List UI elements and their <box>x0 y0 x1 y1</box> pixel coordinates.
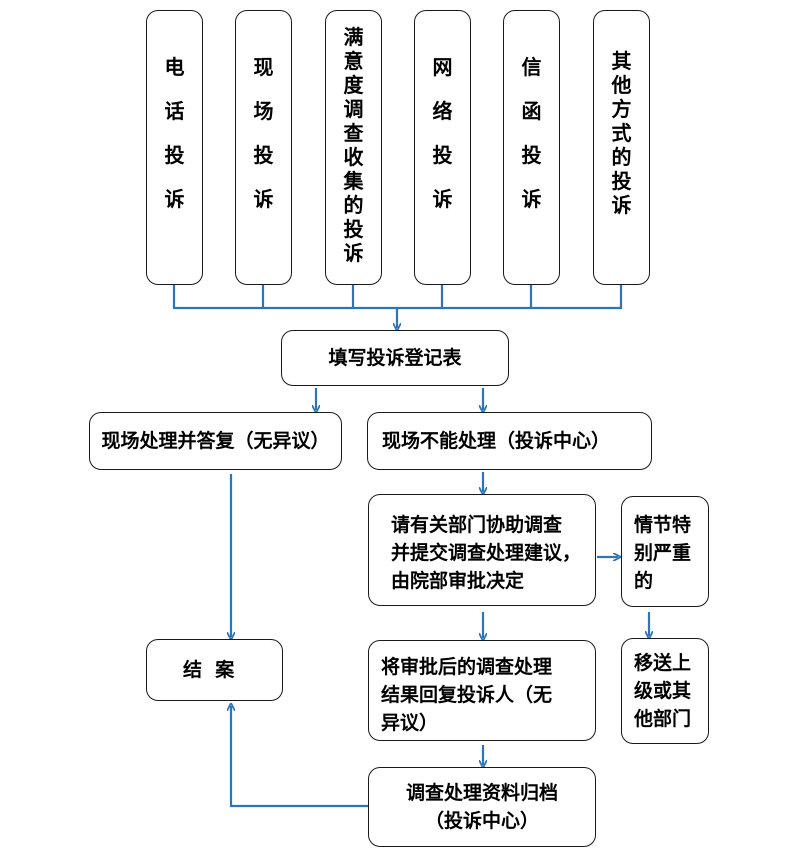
close-case-box: 结 案 <box>146 639 283 701</box>
close-case-label: 结 案 <box>183 659 235 681</box>
channel-char: 度 <box>343 73 364 97</box>
reply-result-line: 结果回复投诉人（无 <box>381 684 553 706</box>
channel-char: 其 <box>611 49 632 73</box>
channel-char: 投 <box>611 169 632 193</box>
channel-char: 诉 <box>164 187 185 211</box>
channel-char: 诉 <box>343 241 364 265</box>
channel-char: 现 <box>253 55 274 79</box>
reply-result-line: 异议） <box>381 712 439 734</box>
transfer-box: 移送上 级或其 他部门 <box>621 638 709 744</box>
channel-char: 投 <box>253 143 274 167</box>
channel-char: 式 <box>611 121 632 145</box>
channel-char: 投 <box>164 143 185 167</box>
channel-char: 调 <box>343 97 364 121</box>
onsite-resolve-label: 现场处理并答复（无异议） <box>101 430 330 452</box>
dept-investigate-box: 请有关部门协助调查 并提交调查处理建议， 由院部审批决定 <box>368 494 596 606</box>
reply-result-box: 将审批后的调查处理 结果回复投诉人（无 异议） <box>368 640 596 741</box>
channel-char: 满 <box>343 25 364 49</box>
onsite-resolve-box: 现场处理并答复（无异议） <box>89 412 342 470</box>
channel-char: 诉 <box>253 187 274 211</box>
channel-char: 诉 <box>521 187 542 211</box>
dept-investigate-line: 并提交调查处理建议， <box>391 542 582 564</box>
reply-result-line: 将审批后的调查处理 <box>381 656 553 678</box>
channel-char: 查 <box>343 121 364 145</box>
channel-online-box: 网 络 投 诉 <box>414 10 471 285</box>
arrow-archive-to-close <box>231 706 368 808</box>
transfer-line: 级或其 <box>634 680 692 702</box>
channel-char: 络 <box>432 99 453 123</box>
channel-char: 电 <box>164 55 185 79</box>
channel-char: 投 <box>432 143 453 167</box>
register-form-box: 填写投诉登记表 <box>281 330 509 386</box>
archive-line: 调查处理资料归档 <box>405 782 558 804</box>
channel-onsite-box: 现 场 投 诉 <box>235 10 292 285</box>
channel-phone-box: 电 话 投 诉 <box>146 10 203 285</box>
channel-char: 网 <box>432 55 453 79</box>
channel-char: 投 <box>521 143 542 167</box>
channel-char: 诉 <box>611 193 632 217</box>
channel-char: 的 <box>343 193 364 217</box>
channel-char: 话 <box>164 99 185 123</box>
escalate-center-box: 现场不能处理（投诉中心） <box>367 412 652 470</box>
channel-char: 场 <box>253 99 274 123</box>
channel-char: 函 <box>521 99 542 123</box>
serious-case-line: 的 <box>634 570 654 592</box>
transfer-line: 移送上 <box>634 652 692 674</box>
archive-line: （投诉中心） <box>424 810 539 832</box>
channel-char: 的 <box>611 145 632 169</box>
dept-investigate-line: 请有关部门协助调查 <box>391 514 563 536</box>
channel-char: 投 <box>343 217 364 241</box>
escalate-center-label: 现场不能处理（投诉中心） <box>382 430 611 452</box>
channel-char: 信 <box>521 55 542 79</box>
channel-survey-box: 满 意 度 调 查 收 集 的 投 诉 <box>325 10 382 285</box>
dept-investigate-line: 由院部审批决定 <box>391 570 525 592</box>
serious-case-line: 别严重 <box>634 542 692 564</box>
archive-box: 调查处理资料归档 （投诉中心） <box>368 767 596 847</box>
channel-char: 方 <box>611 97 632 121</box>
serious-case-box: 情节特 别严重 的 <box>621 496 709 607</box>
channel-letter-box: 信 函 投 诉 <box>503 10 560 285</box>
serious-case-line: 情节特 <box>634 514 692 536</box>
channel-char: 诉 <box>432 187 453 211</box>
channel-char: 意 <box>343 49 364 73</box>
transfer-line: 他部门 <box>634 708 692 730</box>
channel-char: 他 <box>611 73 632 97</box>
register-form-label: 填写投诉登记表 <box>328 347 462 369</box>
channel-other-box: 其 他 方 式 的 投 诉 <box>593 10 650 285</box>
channel-char: 收 <box>343 145 364 169</box>
channel-char: 集 <box>343 169 364 193</box>
